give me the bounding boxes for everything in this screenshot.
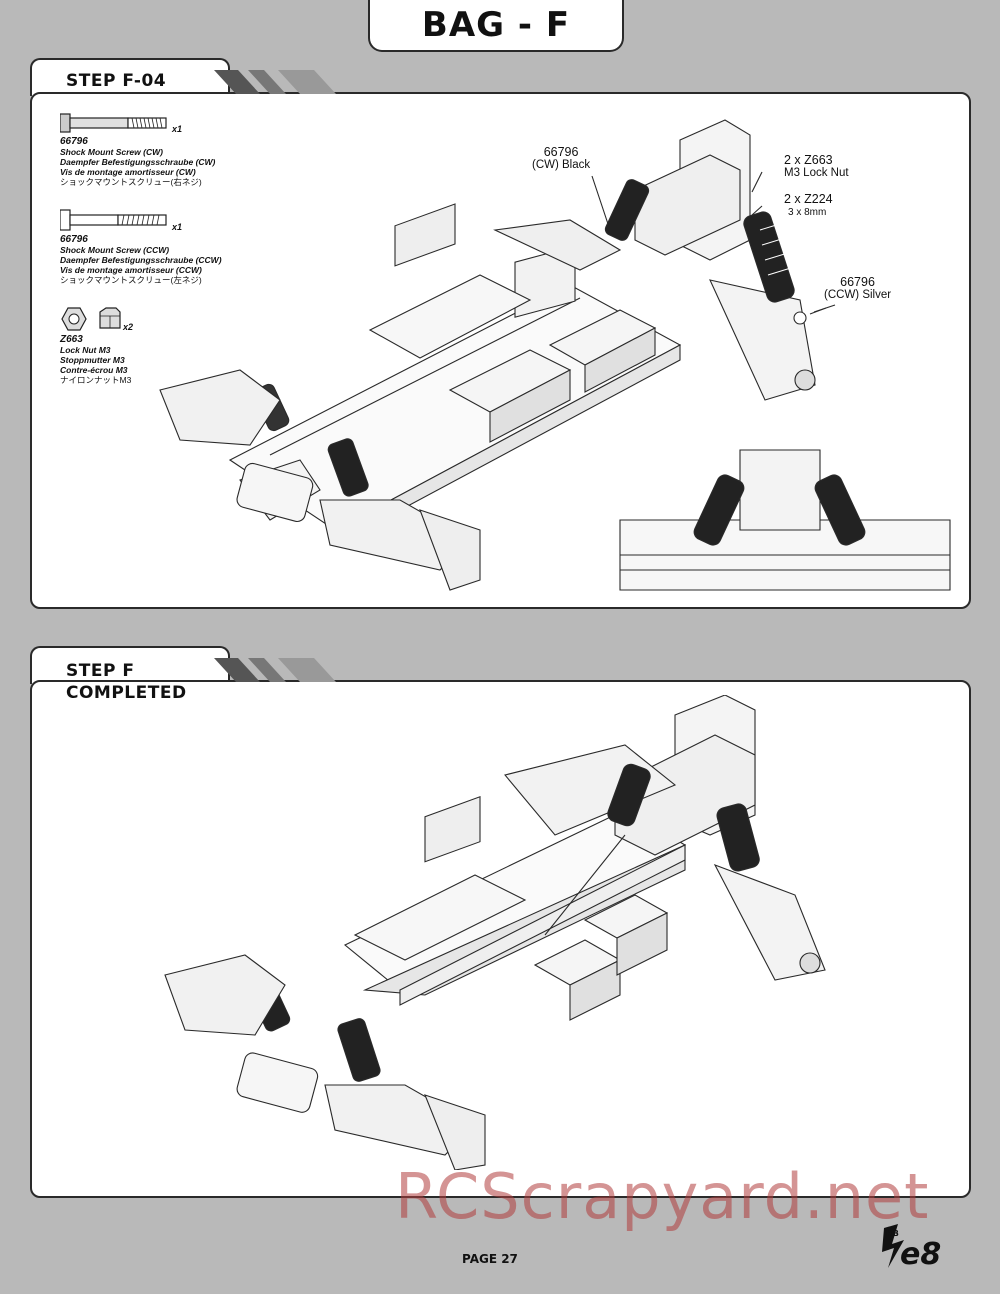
callout-washer-qty: 2 x Z224 (784, 192, 833, 206)
step-f04-assembly-illustration (159, 119, 951, 591)
part-name-en: Shock Mount Screw (CCW) (60, 245, 170, 255)
part-name-jp: ショックマウントスクリュー(右ネジ) (60, 177, 202, 187)
part-name-de: Stoppmutter M3 (60, 355, 125, 365)
callout-cw-desc: (CW) Black (532, 159, 591, 171)
callout-washer: 2 x Z224 3 x 8mm (784, 193, 833, 219)
bag-header-tab: BAG - F (368, 0, 624, 52)
part-name-fr: Contre-écrou M3 (60, 365, 128, 375)
part-qty: x1 (172, 222, 183, 232)
hb-e8-logo-icon: HB e8 (882, 1224, 941, 1272)
callout-nut-qty: 2 x Z663 (784, 153, 833, 167)
part-shock-screw-ccw: x1 66796 Shock Mount Screw (CCW) Daempfe… (60, 206, 230, 285)
callout-ccw-screw: 66796 (CCW) Silver (824, 276, 891, 302)
shock-screw-cw-icon (60, 113, 167, 133)
callout-ccw-desc: (CCW) Silver (824, 289, 892, 301)
part-name-fr: Vis de montage amortisseur (CCW) (60, 265, 202, 275)
part-name-de: Daempfer Befestigungsschraube (CCW) (60, 255, 222, 265)
header-stripes-icon (214, 70, 336, 94)
step-f04-header-tab (30, 58, 230, 96)
callout-cw-number: 66796 (543, 145, 579, 159)
part-qty: x1 (172, 124, 183, 134)
part-number: 66796 (60, 136, 88, 147)
step-f-completed-illustration (164, 695, 826, 1170)
watermark: RCScrapyard.net (395, 1160, 930, 1233)
part-name-de: Daempfer Befestigungsschraube (CW) (60, 157, 216, 167)
callout-nut-desc: M3 Lock Nut (784, 167, 849, 179)
part-number: Z663 (60, 334, 83, 345)
part-name-jp: ショックマウントスクリュー(左ネジ) (60, 275, 202, 285)
bag-title: BAG - F (421, 5, 571, 45)
part-name-en: Lock Nut M3 (60, 345, 111, 355)
shock-screw-ccw-icon (60, 209, 167, 231)
part-qty: x2 (123, 322, 134, 332)
header-stripes-icon (214, 658, 336, 682)
step-f-title-line1: STEP F (66, 661, 135, 681)
step-f04-title: STEP F-04 (66, 71, 167, 91)
logo-small: HB (886, 1229, 899, 1238)
lock-nut-icon (61, 307, 121, 331)
part-shock-screw-cw: x1 66796 Shock Mount Screw (CW) Daempfer… (60, 110, 230, 187)
step-f-completed-title: STEP F COMPLETED (66, 660, 187, 704)
part-name-en: Shock Mount Screw (CW) (60, 147, 163, 157)
callout-cw-screw: 66796 (CW) Black (532, 146, 590, 172)
step-f-title-line2: COMPLETED (66, 683, 187, 703)
part-name-fr: Vis de montage amortisseur (CW) (60, 167, 196, 177)
part-number: 66796 (60, 234, 88, 245)
part-name-jp: ナイロンナットM3 (60, 375, 132, 385)
callout-washer-desc: 3 x 8mm (788, 207, 827, 218)
callout-ccw-number: 66796 (840, 275, 875, 289)
part-lock-nut: x2 Z663 Lock Nut M3 Stoppmutter M3 Contr… (60, 304, 230, 385)
callout-lock-nut: 2 x Z663 M3 Lock Nut (784, 154, 849, 180)
logo-text: e8 (900, 1237, 941, 1272)
page-number: PAGE 27 (462, 1252, 518, 1266)
brand-logo: HB e8 (880, 1222, 950, 1272)
